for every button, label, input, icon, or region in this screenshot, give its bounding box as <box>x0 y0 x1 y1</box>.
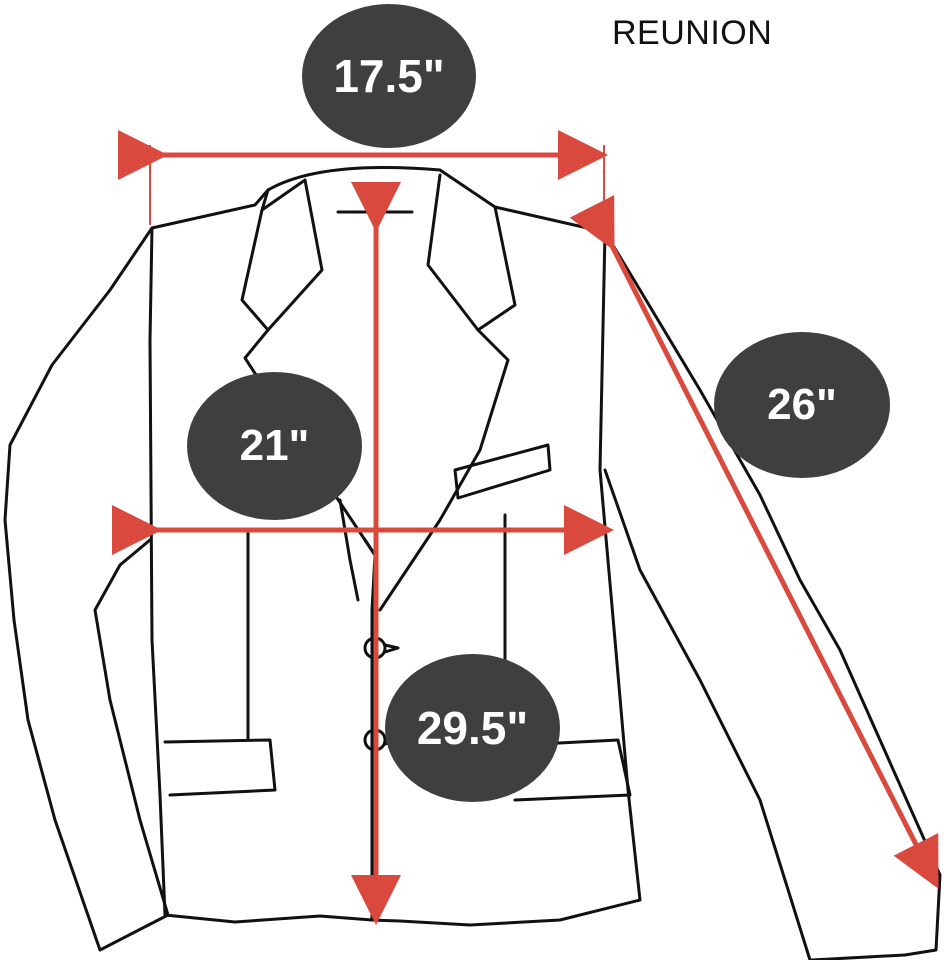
chest-measurement-badge: 21" <box>187 372 362 520</box>
pocket-left <box>163 738 277 797</box>
left-collar-notch <box>260 178 324 332</box>
length-measurement-value: 29.5" <box>416 702 529 754</box>
brand-label: REUNION <box>612 14 773 52</box>
right-lapel <box>378 205 517 612</box>
shoulder-left <box>150 188 270 230</box>
shoulder-right <box>493 205 607 234</box>
body-left-outline <box>148 226 374 924</box>
left-sleeve-inner <box>93 538 170 917</box>
length-measurement-badge: 29.5" <box>385 654 560 802</box>
breast-pocket <box>453 443 552 500</box>
sleeve-arrow <box>569 195 939 889</box>
sleeve-measurement-badge: 26" <box>714 332 890 478</box>
right-sleeve-inner <box>603 468 812 962</box>
shoulder-measurement-value: 17.5" <box>333 50 445 102</box>
right-collar-notch <box>426 173 480 332</box>
left-sleeve <box>3 226 170 952</box>
sleeve-measurement-value: 26" <box>767 380 837 429</box>
shoulder-measurement-badge: 17.5" <box>302 4 476 148</box>
chest-measurement-value: 21" <box>239 421 310 470</box>
collar-back <box>266 166 497 209</box>
